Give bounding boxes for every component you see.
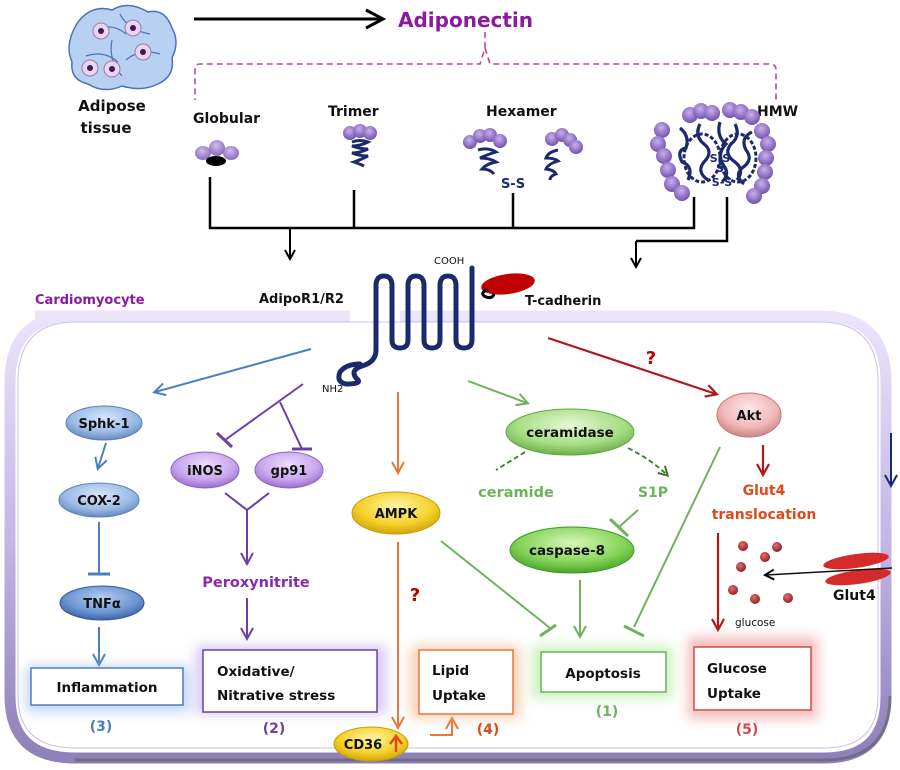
adipor-label: AdipoR1/R2: [259, 292, 344, 307]
outcome-lipid-uptake: Lipid Uptake: [410, 646, 520, 718]
glut4-translocation-line1: Glut4: [743, 483, 786, 499]
isoform-label-hexamer: Hexamer: [486, 104, 557, 120]
node-sphk1: [65, 405, 143, 441]
hmw-disulfide-bottom: S-S: [712, 176, 732, 189]
node-caspase8-label: caspase-8: [529, 543, 605, 559]
inhibit-ampk-to-apoptosis: [440, 540, 551, 629]
node-ceramidase-label: ceramidase: [526, 425, 614, 441]
dashed-ceramidase-to-ceramide: [495, 451, 526, 471]
hmw-adiponectin-icon: [650, 102, 776, 204]
isoform-bracket: [194, 32, 777, 100]
hexamer-adiponectin-icon: [463, 128, 583, 181]
node-s1p: S1P: [638, 485, 668, 501]
node-cd36: [333, 726, 409, 762]
arrow-to-akt: [547, 336, 716, 394]
inhibit-s1p-to-caspase8: [618, 509, 639, 528]
outcome-lipid-line1: Lipid: [432, 663, 469, 679]
node-cox2-label: COX-2: [77, 494, 121, 509]
node-tnfa: [59, 585, 145, 621]
inhibit-akt-to-apoptosis: [633, 446, 721, 628]
hmw-disulfide-mid: S: [716, 162, 724, 175]
outcome-number-3: (3): [90, 719, 113, 735]
cooh-label: COOH: [434, 256, 464, 267]
node-sphk1-label: Sphk-1: [78, 417, 129, 432]
up-arrow-icon: [389, 733, 403, 752]
tcadherin-icon: [481, 273, 535, 295]
outcome-inflammation-label: Inflammation: [57, 680, 158, 696]
outcome-number-1: (1): [596, 704, 619, 720]
adipose-label-line2: tissue: [80, 119, 131, 137]
node-inos: [170, 451, 240, 489]
arrow-to-sphk1: [155, 348, 312, 392]
adiponectin-title: Adiponectin: [398, 8, 533, 32]
node-ceramidase: [505, 408, 635, 456]
node-akt: [716, 392, 782, 438]
unknown-mark-ampk: ?: [410, 585, 420, 606]
trimer-adiponectin-icon: [343, 124, 377, 168]
glucose-molecules-icon: [728, 541, 793, 604]
node-peroxynitrite: Peroxynitrite: [202, 575, 310, 591]
hmw-disulfide-top: S-S: [710, 152, 730, 165]
hexamer-disulfide-label: S-S: [501, 177, 525, 192]
glut4-transporter-icon: [823, 552, 891, 586]
globular-adiponectin-icon: [195, 140, 239, 166]
outcome-glucose-line1: Glucose: [707, 661, 767, 677]
outcome-number-4: (4): [477, 722, 500, 738]
dashed-ceramidase-to-s1p: [627, 447, 667, 475]
outcome-glucose-line2: Uptake: [707, 686, 761, 702]
outcome-apoptosis-label: Apoptosis: [565, 666, 640, 682]
node-cd36-label: CD36: [344, 738, 382, 753]
outcome-oxidative-line1: Oxidative/: [217, 664, 295, 680]
arrow-glucose-entry: [766, 567, 893, 575]
node-tnfa-label: TNFα: [83, 597, 121, 612]
outcome-inflammation: Inflammation: [26, 666, 190, 712]
adipor-receptor-icon: [336, 265, 475, 387]
nh2-label: NH2: [322, 384, 343, 395]
glucose-label: glucose: [735, 617, 775, 629]
node-caspase8: [509, 526, 635, 574]
isoform-label-hmw: HMW: [757, 104, 798, 120]
adipose-tissue-icon: [68, 4, 177, 91]
adipose-label-line1: Adipose: [78, 97, 146, 115]
arrow-to-ceramidase: [467, 380, 527, 403]
arrow-cd36-to-lipid: [430, 719, 452, 736]
node-ampk-label: AMPK: [375, 507, 419, 522]
outcome-apoptosis: Apoptosis: [532, 646, 672, 698]
glut4-translocation-line2: translocation: [712, 507, 817, 523]
node-akt-label: Akt: [737, 409, 762, 424]
cell-membrane: [4, 310, 892, 764]
cardiomyocyte-label: Cardiomyocyte: [35, 293, 145, 308]
node-cox2: [58, 482, 140, 518]
isoform-label-trimer: Trimer: [328, 104, 379, 120]
outcome-number-5: (5): [736, 722, 759, 738]
glut4-label: Glut4: [833, 588, 876, 604]
arrow-to-peroxynitrite: [224, 492, 270, 563]
arrow-sphk1-to-cox2: [98, 442, 106, 468]
tcadherin-label: T-cadherin: [525, 294, 601, 309]
outcome-oxidative-stress: Oxidative/ Nitrative stress: [196, 646, 386, 714]
outcome-number-2: (2): [263, 721, 286, 737]
node-gp91-label: gp91: [271, 464, 308, 479]
outcome-oxidative-line2: Nitrative stress: [217, 688, 335, 704]
outcome-glucose-uptake: Glucose Uptake: [688, 637, 818, 719]
node-gp91: [254, 451, 324, 489]
inhibit-adipor-to-inos-gp91: [215, 383, 312, 451]
node-inos-label: iNOS: [187, 464, 223, 479]
unknown-mark-akt: ?: [646, 348, 656, 369]
isoform-connectors: [208, 177, 729, 243]
outcome-lipid-line2: Uptake: [432, 688, 486, 704]
node-ceramide: ceramide: [478, 485, 554, 501]
node-ampk: [351, 491, 441, 535]
isoform-label-globular: Globular: [193, 111, 260, 127]
